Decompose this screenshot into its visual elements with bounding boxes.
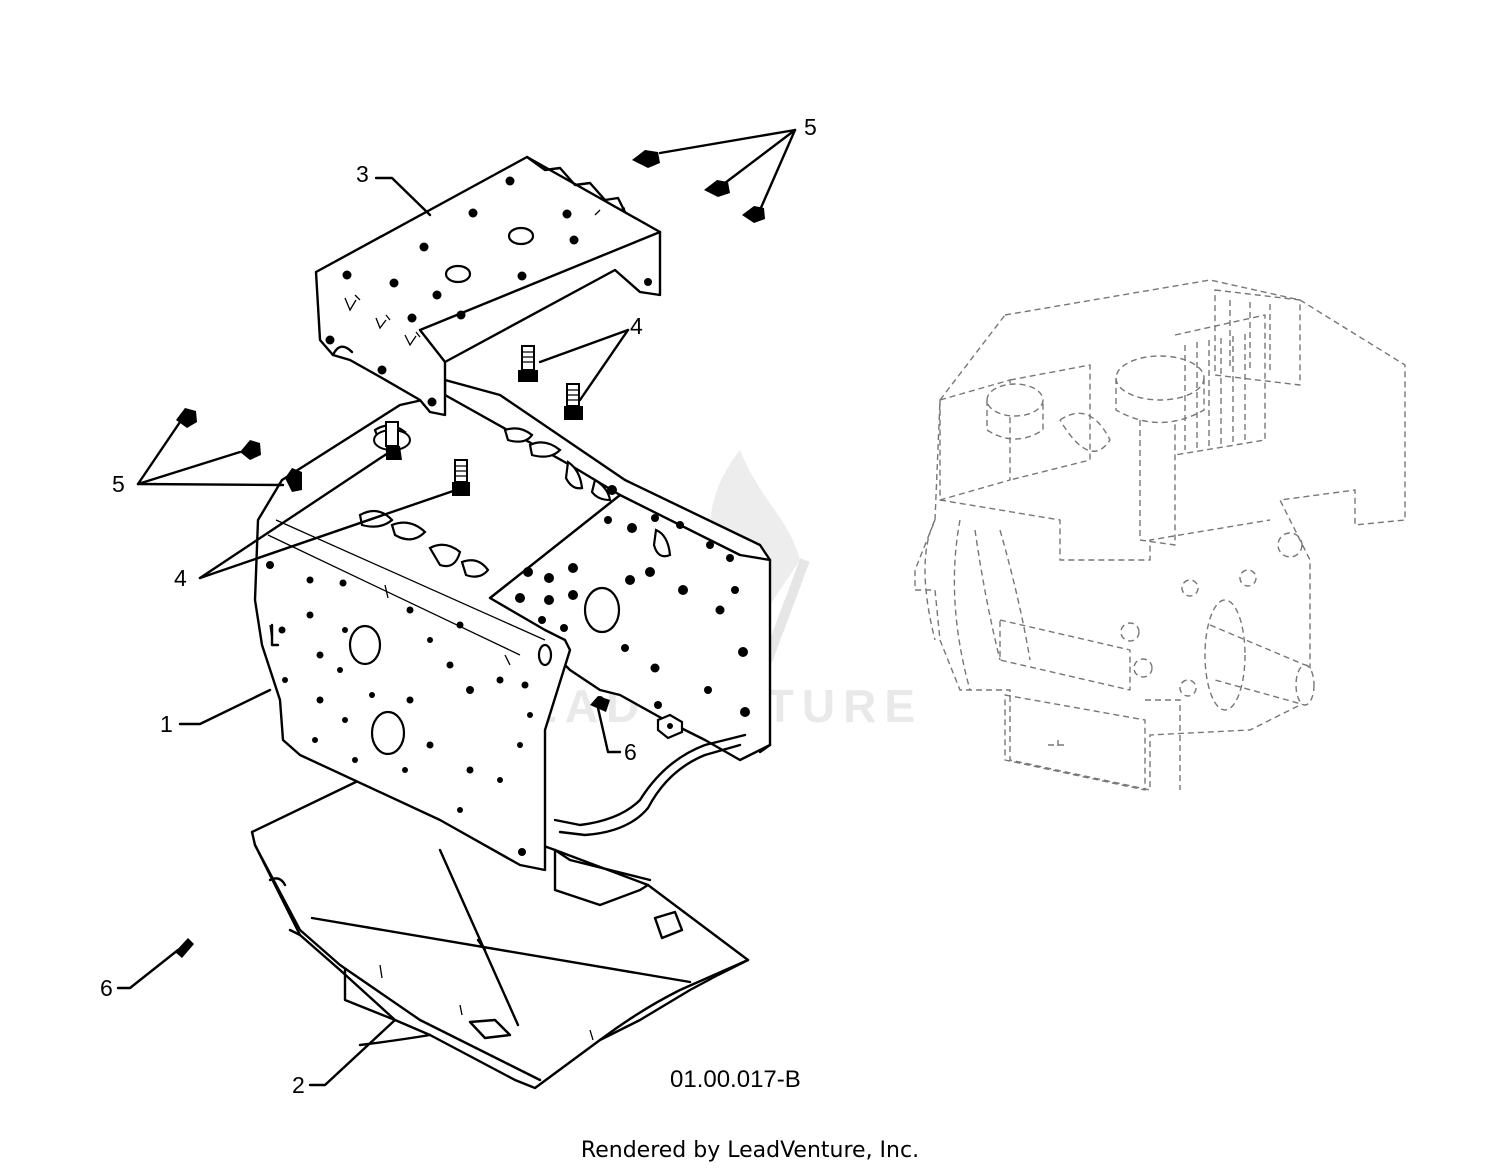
part-3-top-cover [314,155,662,417]
callout-6-left: 6 [100,975,113,1001]
callout-4-lower: 4 [174,565,187,591]
engine-reference-drawing [914,279,1406,791]
callout-6-right: 6 [624,739,637,765]
callout-5-lower: 5 [112,471,125,497]
part-1-main-frame [253,378,772,872]
callout-5-upper: 5 [804,114,817,140]
bolt-4a [518,345,538,382]
part-6-screws [175,696,610,958]
callout-2: 2 [292,1072,305,1098]
callout-3: 3 [356,161,369,187]
bolt-4b [564,383,583,420]
bolt-4d [452,459,470,496]
callout-1: 1 [160,711,173,737]
bolt-4c [373,421,411,460]
drawing-code: 01.00.017-B [670,1066,801,1093]
part-5-rivets [176,150,765,492]
callout-4-upper: 4 [630,313,643,339]
callout-labels: 3 5 4 5 4 1 6 6 2 [100,114,817,1098]
leader-lines [116,128,797,1087]
part-4-bolts [373,345,583,496]
footer-credit: Rendered by LeadVenture, Inc. [580,1138,920,1163]
